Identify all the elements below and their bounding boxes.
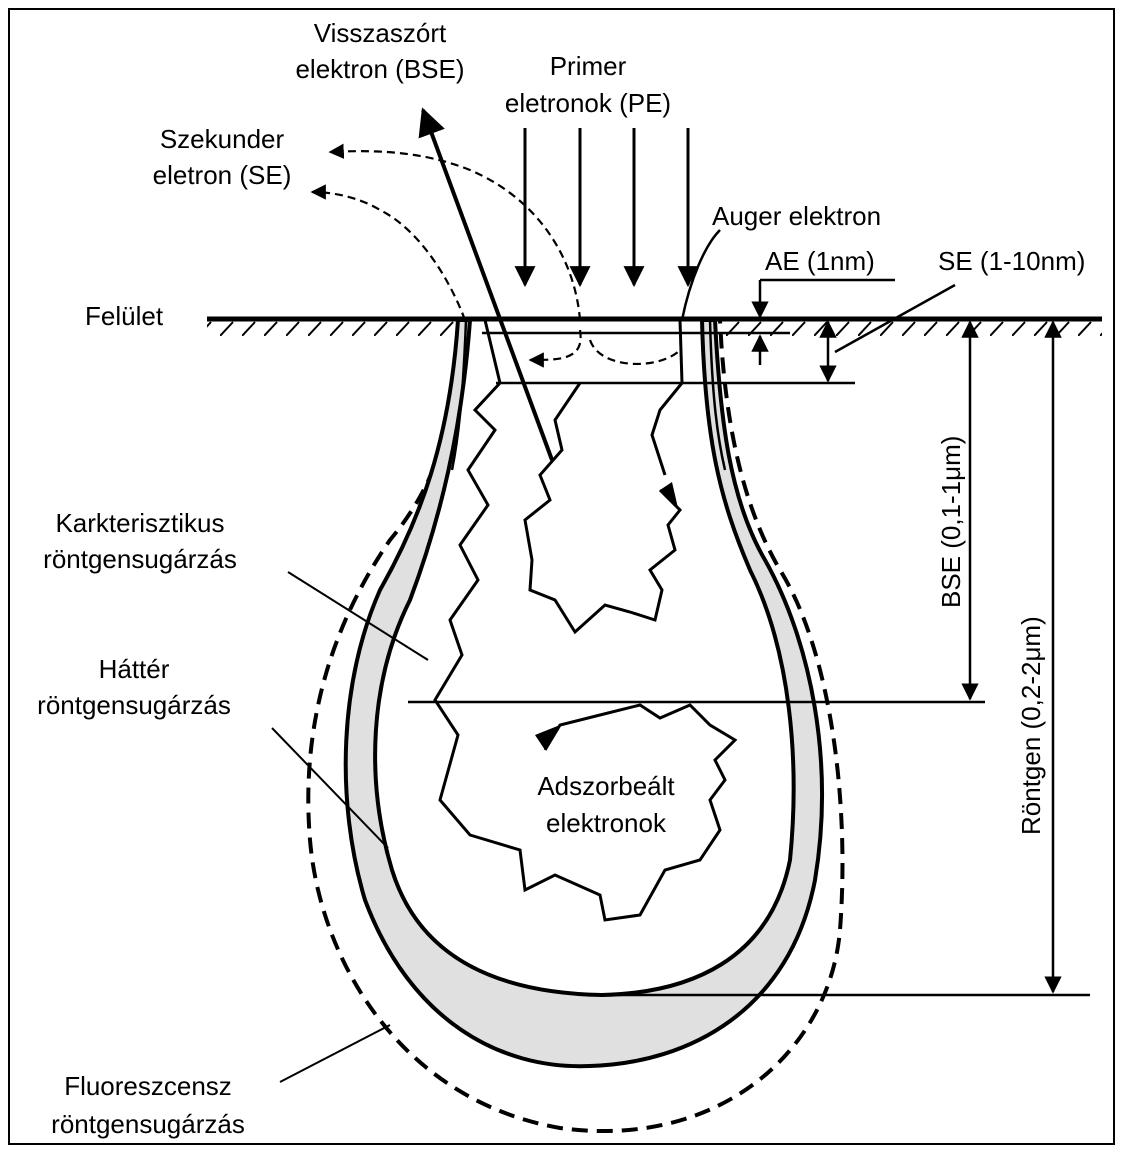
fluor-xray-label-line1: Fluoreszcensz [64, 1071, 232, 1101]
bse-depth-unit: μm) [936, 436, 966, 481]
primary-electron-arrows [525, 128, 688, 285]
se-label-line2: eletron (SE) [153, 160, 292, 190]
char-xray-label-line1: Karkterisztikus [55, 508, 224, 538]
absorbed-label-line1: Adszorbeált [537, 771, 675, 801]
se-depth-label: SE (1-10nm) [938, 246, 1085, 276]
pe-label-line1: Primer [550, 51, 627, 81]
pe-label-line2: eletronok (PE) [505, 88, 671, 118]
xray-shell [346, 320, 822, 1066]
surface-label: Felület [85, 301, 164, 331]
ae-depth-label: AE (1nm) [765, 246, 875, 276]
surface-lip-lines [452, 320, 725, 470]
auger-label: Auger elektron [712, 201, 881, 231]
char-xray-label-line2: röntgensugárzás [43, 544, 237, 574]
bg-xray-label-line1: Háttér [99, 654, 170, 684]
bg-xray-label-line2: röntgensugárzás [37, 690, 231, 720]
sample-surface [207, 319, 1102, 337]
bse-label-line2: elektron (BSE) [295, 54, 464, 84]
xray-depth-unit: μm) [1016, 616, 1046, 661]
xray-depth-prefix: Röntgen (0,2-2 [1016, 662, 1046, 835]
xray-depth-label: Röntgen (0,2-2μm) [1016, 616, 1046, 835]
scattering-paths [435, 383, 735, 920]
bse-label-line1: Visszaszórt [314, 18, 447, 48]
absorbed-label-line2: elektronok [546, 808, 667, 838]
bse-depth-label: BSE (0,1-1μm) [936, 436, 966, 608]
se-label-line1: Szekunder [160, 124, 285, 154]
bse-trajectory-arrow [423, 110, 552, 460]
bse-depth-prefix: BSE (0,1-1 [936, 481, 966, 608]
fluor-xray-label-line2: röntgensugárzás [51, 1109, 245, 1139]
